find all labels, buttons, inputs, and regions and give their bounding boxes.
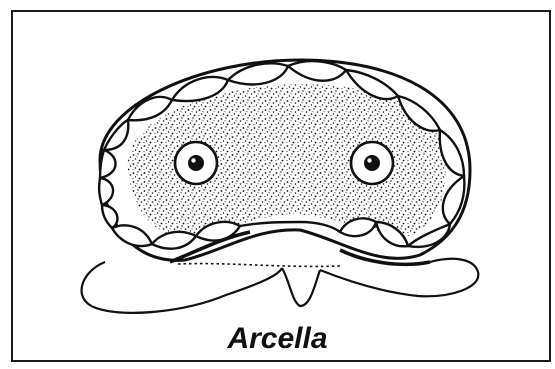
pseudopod-lobe-left: [82, 262, 282, 313]
pseudopod-center: [282, 268, 320, 306]
nucleus-left: [175, 142, 217, 184]
nucleus-right: [351, 142, 393, 184]
figure-caption: Arcella: [0, 322, 555, 356]
